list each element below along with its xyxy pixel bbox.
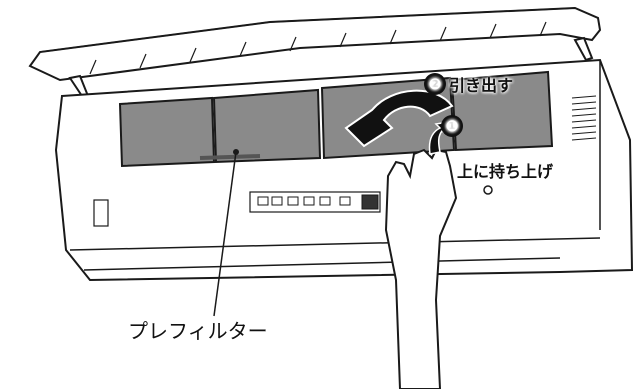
curved-arrow-icon — [344, 89, 454, 148]
step2-callout: ❷ 引き出す — [424, 72, 513, 96]
step2-label: 引き出す — [449, 76, 514, 95]
pre-filter-label: プレフィルター — [128, 319, 268, 343]
step1-label: 上に持ち上げ — [457, 162, 554, 181]
hand — [384, 148, 458, 389]
step1-callout: ❶ — [441, 115, 463, 137]
leader-line — [213, 151, 237, 317]
step1-badge: ❶ — [441, 115, 463, 137]
step2-badge: ❷ — [424, 73, 446, 95]
front-panel — [28, 6, 602, 97]
leader-dot — [233, 149, 239, 155]
